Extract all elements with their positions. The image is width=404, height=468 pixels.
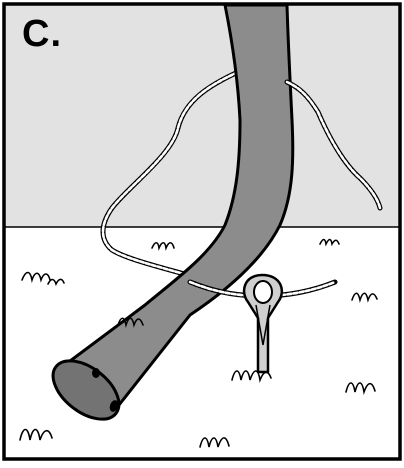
step-label: C. [22,14,62,54]
pole-hole-top [92,368,100,378]
sky-background [5,5,399,227]
